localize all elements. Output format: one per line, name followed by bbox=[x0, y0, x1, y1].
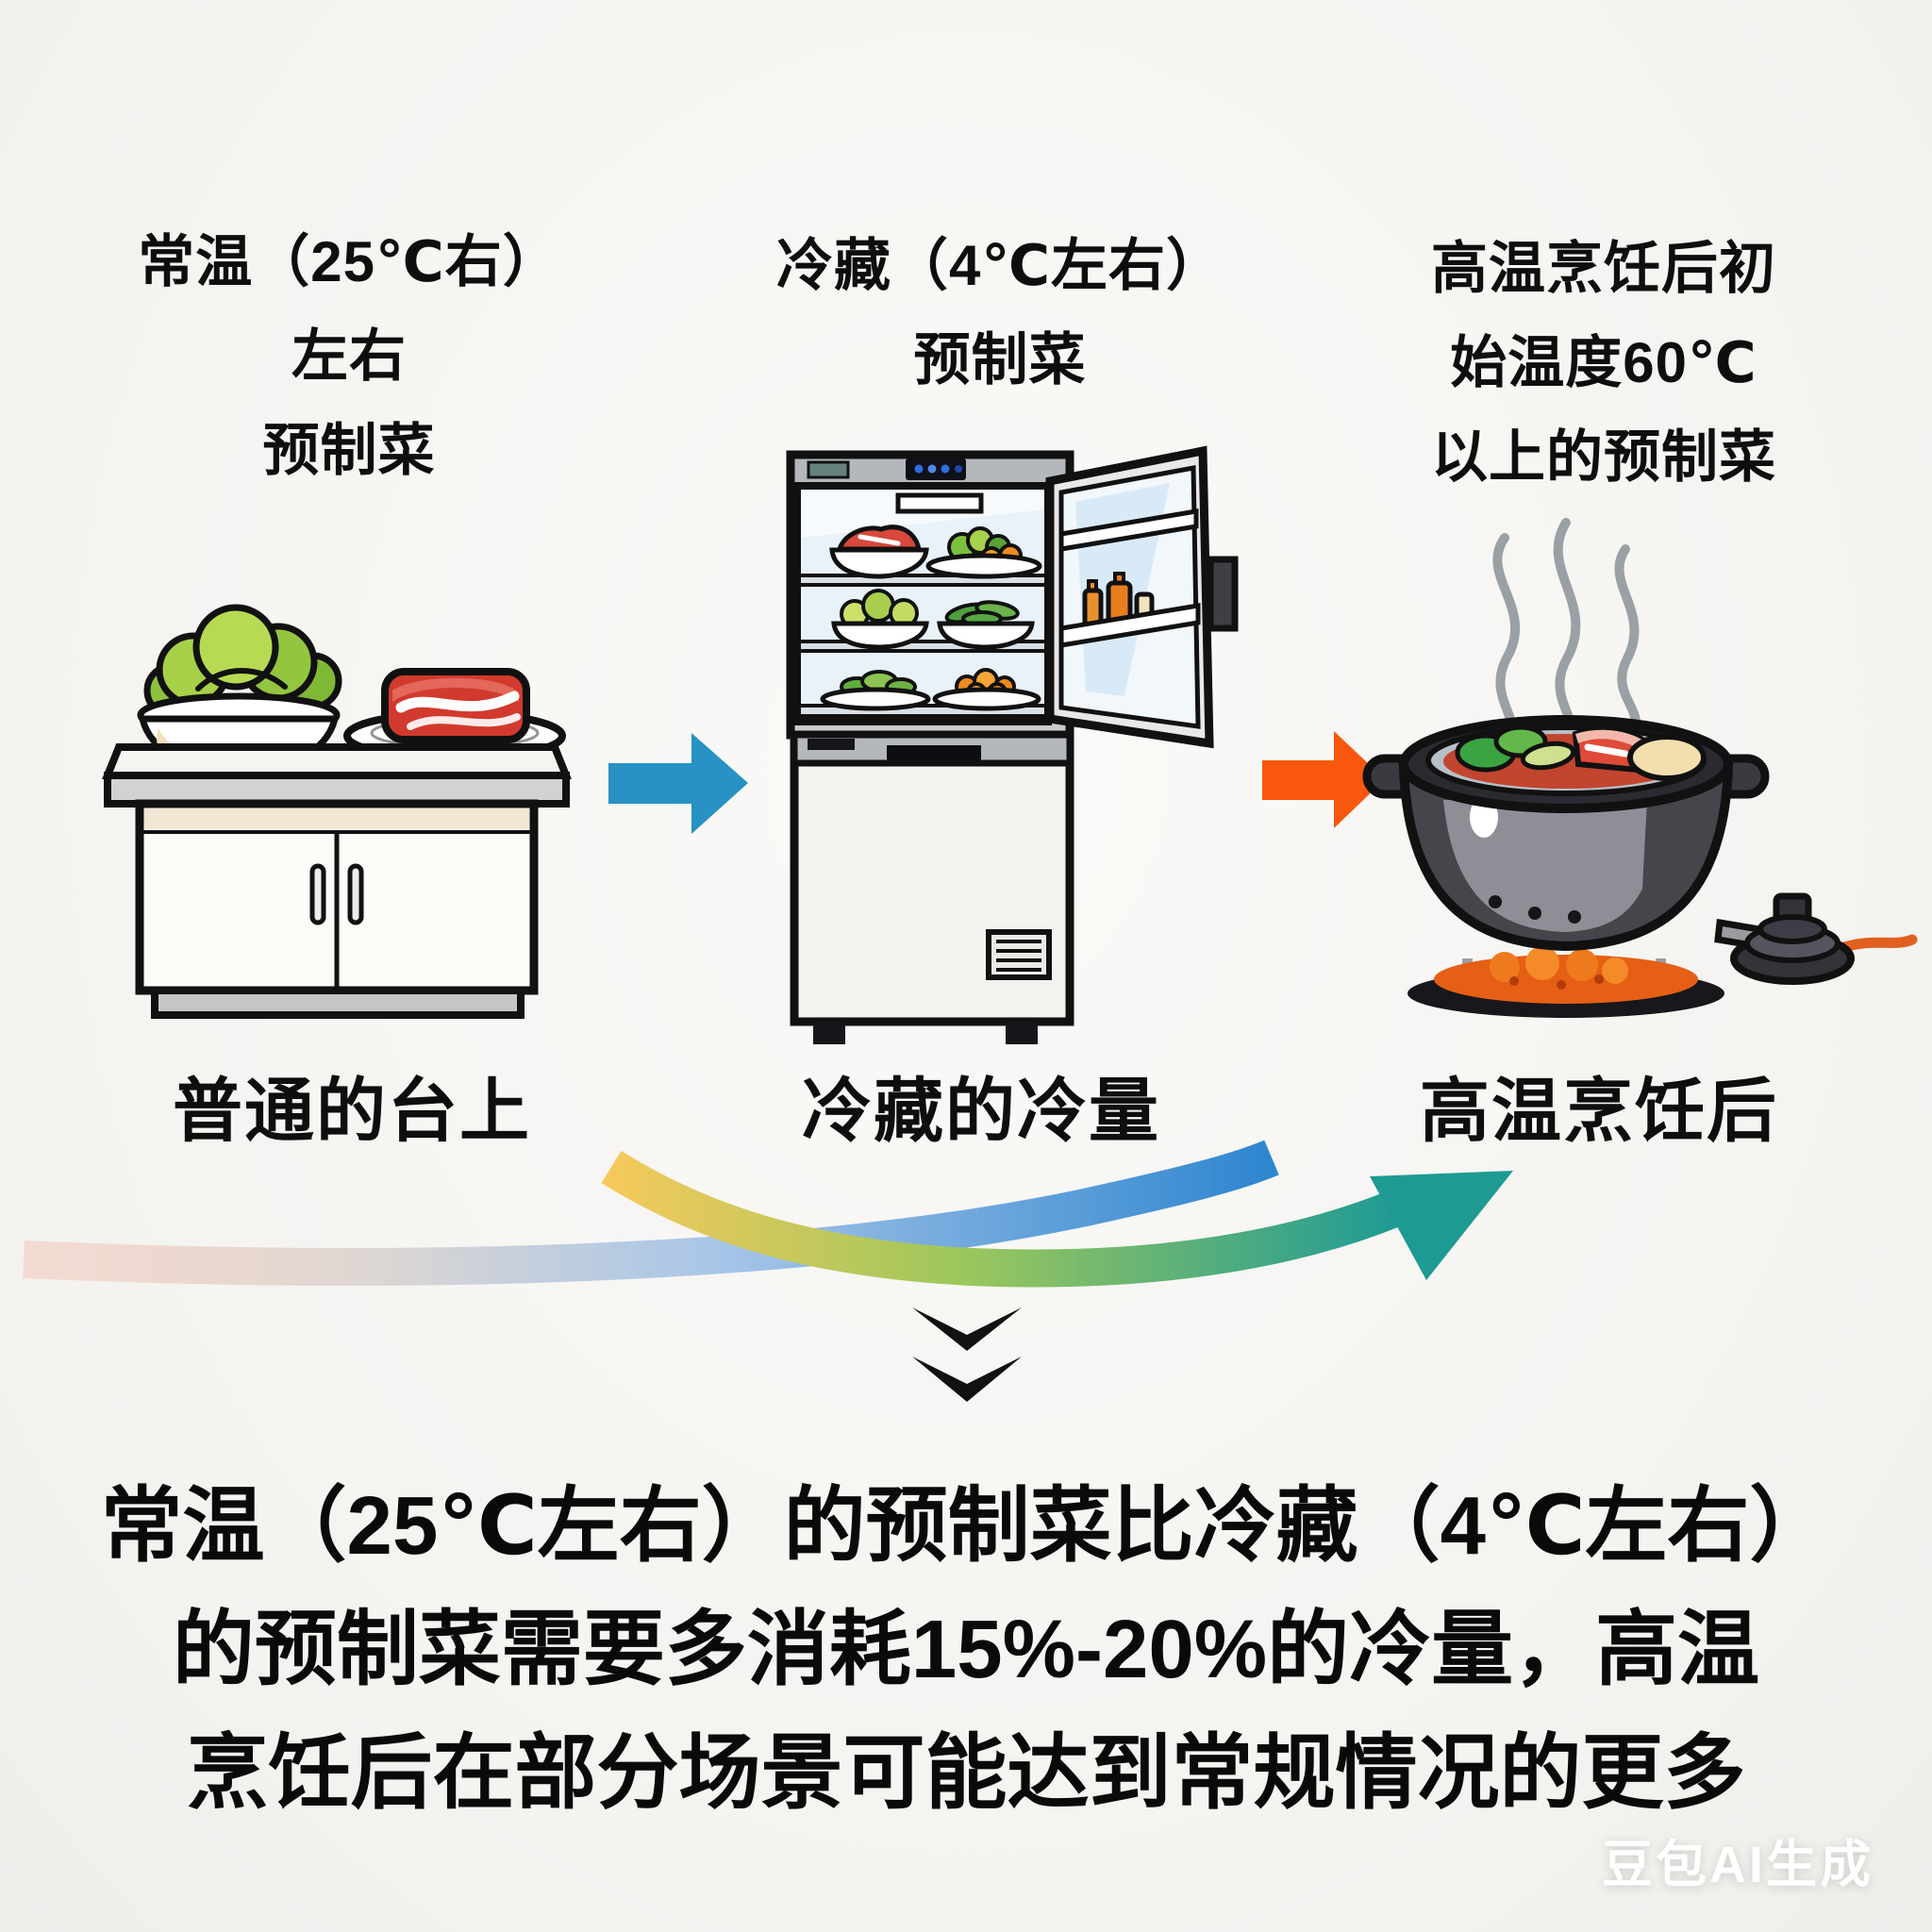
conclusion-line2: 的预制菜需要多消耗15%-20%的冷量，高温 bbox=[172, 1604, 1760, 1695]
fridge-badge bbox=[807, 460, 850, 479]
freezer-vent-icon bbox=[986, 929, 1052, 980]
watermark-text: 豆包AI生成 bbox=[1602, 1837, 1874, 1893]
fridge-food-greens-plate bbox=[820, 670, 931, 711]
stage1-heading: 常温（25℃右） 左右 预制菜 bbox=[94, 215, 604, 498]
cooking-pot-icon bbox=[1362, 518, 1918, 1018]
counter-cabinet bbox=[102, 743, 572, 1019]
ribbon-green bbox=[601, 1151, 1402, 1288]
stage3-heading: 高温烹饪后初 始温度60℃ 以上的预制菜 bbox=[1340, 222, 1868, 505]
steam-icon bbox=[1492, 518, 1641, 752]
fridge-food-lettuce-bowl bbox=[831, 589, 929, 650]
flame-icon bbox=[1407, 946, 1724, 1018]
step-arrow-2-right-arrow-icon bbox=[1262, 731, 1385, 828]
conclusion-line3: 烹饪后在部分场景可能达到常规情况的更多 bbox=[186, 1727, 1746, 1819]
fridge-foot bbox=[813, 1022, 845, 1044]
stage1-heading-line1: 常温（25℃右） bbox=[138, 230, 560, 293]
stage3-caption: 高温烹饪后 bbox=[1420, 1072, 1778, 1150]
stage2-heading-line1: 冷藏（4℃左右） bbox=[775, 234, 1224, 297]
fridge-food-orange-plate bbox=[932, 668, 1041, 711]
conclusion-text: 常温（25℃左右）的预制菜比冷藏（4℃左右） 的预制菜需要多消耗15%-20%的… bbox=[47, 1464, 1885, 1835]
fridge-display-icon bbox=[906, 458, 966, 480]
refrigerator-icon bbox=[786, 445, 1239, 1044]
stage3-heading-line1: 高温烹饪后初 bbox=[1431, 237, 1776, 300]
fridge-food-veg-plate bbox=[925, 526, 1042, 579]
stage1-heading-line2: 左右 bbox=[291, 325, 407, 388]
fridge-open-door bbox=[1045, 445, 1239, 749]
kitchen-counter-icon bbox=[102, 604, 572, 1019]
door-handle-icon bbox=[347, 863, 364, 925]
fridge-foot bbox=[1006, 1022, 1038, 1044]
gas-burner-knob-icon bbox=[1714, 892, 1918, 985]
fridge-top-tray bbox=[895, 492, 984, 514]
stage2-heading-line2: 预制菜 bbox=[913, 328, 1087, 391]
conclusion-line1: 常温（25℃左右）的预制菜比冷藏（4℃左右） bbox=[100, 1480, 1832, 1572]
gradient-flow-arrow-icon bbox=[23, 1140, 1513, 1288]
stage3-heading-line3: 以上的预制菜 bbox=[1431, 425, 1776, 489]
fridge-food-meat-bowl bbox=[829, 525, 929, 579]
pot-food-icon bbox=[1455, 724, 1707, 781]
freezer-drawer bbox=[790, 730, 1074, 1044]
double-chevron-down-icon bbox=[912, 1307, 1022, 1402]
stage3-heading-line2: 始温度60℃ bbox=[1450, 331, 1757, 394]
door-handle-icon bbox=[309, 863, 326, 925]
stage1-heading-line3: 预制菜 bbox=[262, 419, 436, 482]
fridge-door-handle-icon bbox=[1207, 556, 1239, 632]
fridge-food-greens-bowl bbox=[937, 600, 1035, 650]
stage1-caption: 普通的台上 bbox=[173, 1072, 531, 1150]
flow-arrowhead-icon bbox=[1370, 1171, 1513, 1280]
stage2-caption: 冷藏的冷量 bbox=[802, 1072, 1160, 1150]
step-arrow-1-right-arrow-icon bbox=[608, 733, 748, 834]
stage2-heading: 冷藏（4℃左右） 预制菜 bbox=[745, 219, 1255, 408]
